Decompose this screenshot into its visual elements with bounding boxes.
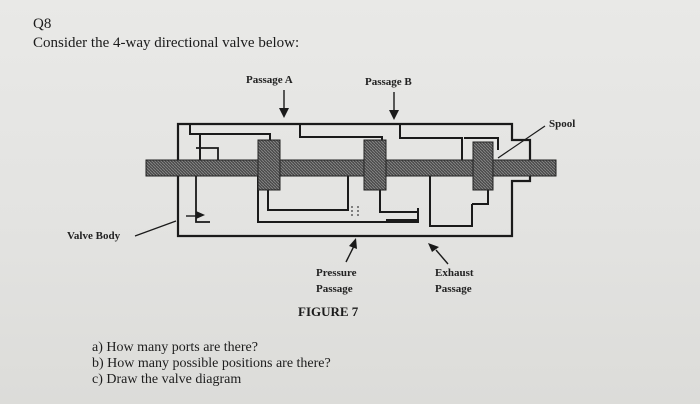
spool-land-2 bbox=[363, 139, 387, 191]
question-number: Q8 bbox=[33, 16, 52, 32]
pressure-arrow bbox=[345, 238, 357, 263]
spool-land-3 bbox=[472, 141, 494, 191]
valve-body-label: Valve Body bbox=[67, 230, 121, 242]
pressure-passage-channel bbox=[257, 176, 419, 223]
body-flow-arrow bbox=[186, 211, 205, 219]
exhaust-label-line2: Passage bbox=[435, 283, 472, 295]
subquestion-c: c) Draw the valve diagram bbox=[92, 372, 242, 387]
figure-caption: FIGURE 7 bbox=[298, 304, 359, 319]
exhaust-label-line1: Exhaust bbox=[435, 267, 474, 279]
passage-b-arrow bbox=[389, 92, 399, 120]
exhaust-passage-channel bbox=[429, 176, 473, 227]
exhaust-arrow bbox=[428, 243, 449, 265]
question-intro: Consider the 4-way directional valve bel… bbox=[33, 35, 300, 51]
pressure-label-line2: Passage bbox=[316, 283, 353, 295]
valve-body-outline bbox=[176, 122, 532, 238]
spool-label: Spool bbox=[549, 118, 576, 130]
passage-a-arrow bbox=[279, 90, 289, 118]
passage-b-label: Passage B bbox=[365, 76, 412, 88]
spool-land-1 bbox=[257, 139, 281, 191]
subquestion-b: b) How many possible positions are there… bbox=[92, 356, 331, 371]
pressure-label-line1: Pressure bbox=[316, 267, 357, 279]
passage-a-label: Passage A bbox=[246, 74, 293, 86]
subquestion-a: a) How many ports are there? bbox=[92, 340, 258, 355]
spool-shaft bbox=[145, 159, 557, 177]
spool-pointer bbox=[497, 125, 546, 159]
valve-body-pointer bbox=[134, 220, 177, 237]
